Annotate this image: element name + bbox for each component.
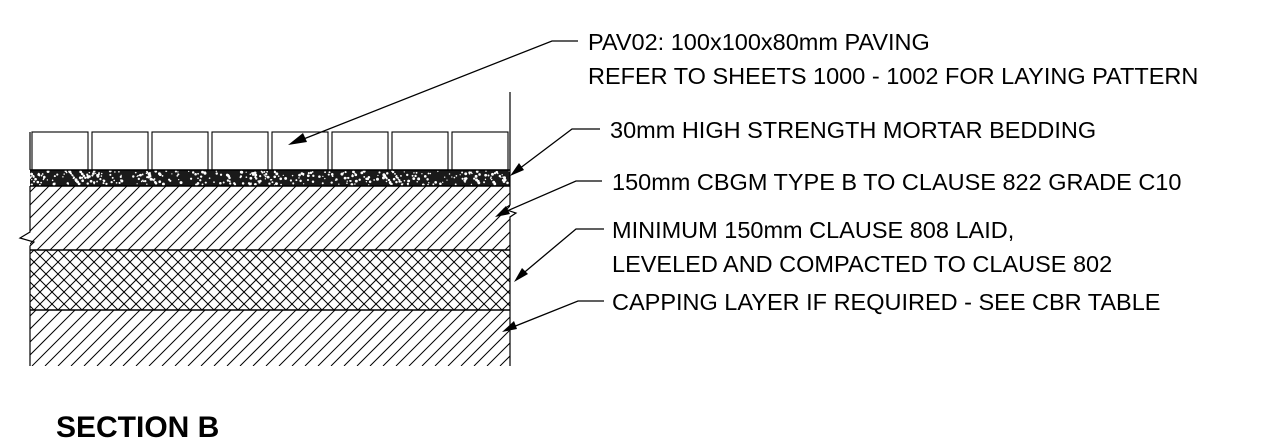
paving-block	[151, 131, 209, 171]
leader-sub-base	[519, 228, 604, 277]
label-sub-base-line1: MINIMUM 150mm CLAUSE 808 LAID,	[612, 217, 1014, 243]
leader-arrowheads	[288, 133, 528, 332]
cbgm-layer	[30, 186, 510, 251]
leaders	[295, 40, 604, 330]
arrowhead-sub-base	[514, 268, 528, 282]
paving-block	[331, 131, 389, 171]
paving-block	[31, 131, 89, 171]
paving-block	[451, 131, 509, 171]
paving-layer	[29, 131, 509, 171]
paving-block	[391, 131, 449, 171]
label-paving-line1: PAV02: 100x100x80mm PAVING	[588, 29, 930, 55]
mortar-bedding-layer	[30, 169, 510, 187]
capping-layer	[30, 310, 510, 366]
leader-paving	[295, 40, 578, 143]
arrowhead-cbgm	[495, 206, 510, 217]
label-paving-line2: REFER TO SHEETS 1000 - 1002 FOR LAYING P…	[588, 63, 1198, 89]
paving-block	[91, 131, 149, 171]
section-title: SECTION B	[56, 411, 219, 444]
paving-block	[211, 131, 269, 171]
label-capping: CAPPING LAYER IF REQUIRED - SEE CBR TABL…	[612, 289, 1160, 315]
label-cbgm: 150mm CBGM TYPE B TO CLAUSE 822 GRADE C1…	[612, 169, 1181, 195]
label-mortar: 30mm HIGH STRENGTH MORTAR BEDDING	[610, 117, 1096, 143]
left-break-line	[18, 186, 36, 366]
arrowhead-mortar	[510, 163, 524, 176]
arrowhead-paving	[288, 133, 307, 145]
arrowhead-capping	[502, 321, 517, 332]
sub-base-layer	[30, 250, 510, 311]
leader-capping	[507, 300, 604, 330]
leader-cbgm	[499, 180, 602, 215]
label-sub-base-line2: LEVELED AND COMPACTED TO CLAUSE 802	[612, 251, 1112, 277]
right-edge-line	[502, 92, 518, 366]
leader-mortar	[514, 128, 600, 173]
